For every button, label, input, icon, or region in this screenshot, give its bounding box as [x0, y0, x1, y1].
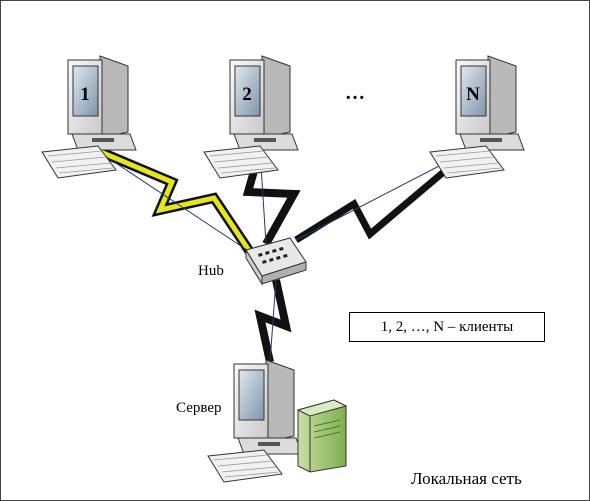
server-tower-icon	[296, 399, 348, 473]
client-number-n: N	[466, 84, 480, 105]
legend-box: 1, 2, …, N – клиенты	[349, 312, 545, 342]
client-computer-1: 1	[41, 55, 137, 179]
network-label: Локальная сеть	[411, 469, 522, 488]
client-computer-n: N	[429, 55, 525, 179]
server-computer	[207, 359, 303, 483]
ellipsis-label: …	[345, 82, 366, 104]
client-number-1: 1	[80, 84, 90, 105]
hub-icon	[245, 237, 307, 286]
server-label: Сервер	[176, 400, 222, 416]
hub-label: Hub	[198, 263, 224, 279]
legend-text: 1, 2, …, N – клиенты	[380, 318, 514, 335]
link-client-1-hub	[94, 145, 255, 255]
client-computer-2: 2	[203, 55, 299, 179]
client-number-2: 2	[242, 84, 252, 105]
